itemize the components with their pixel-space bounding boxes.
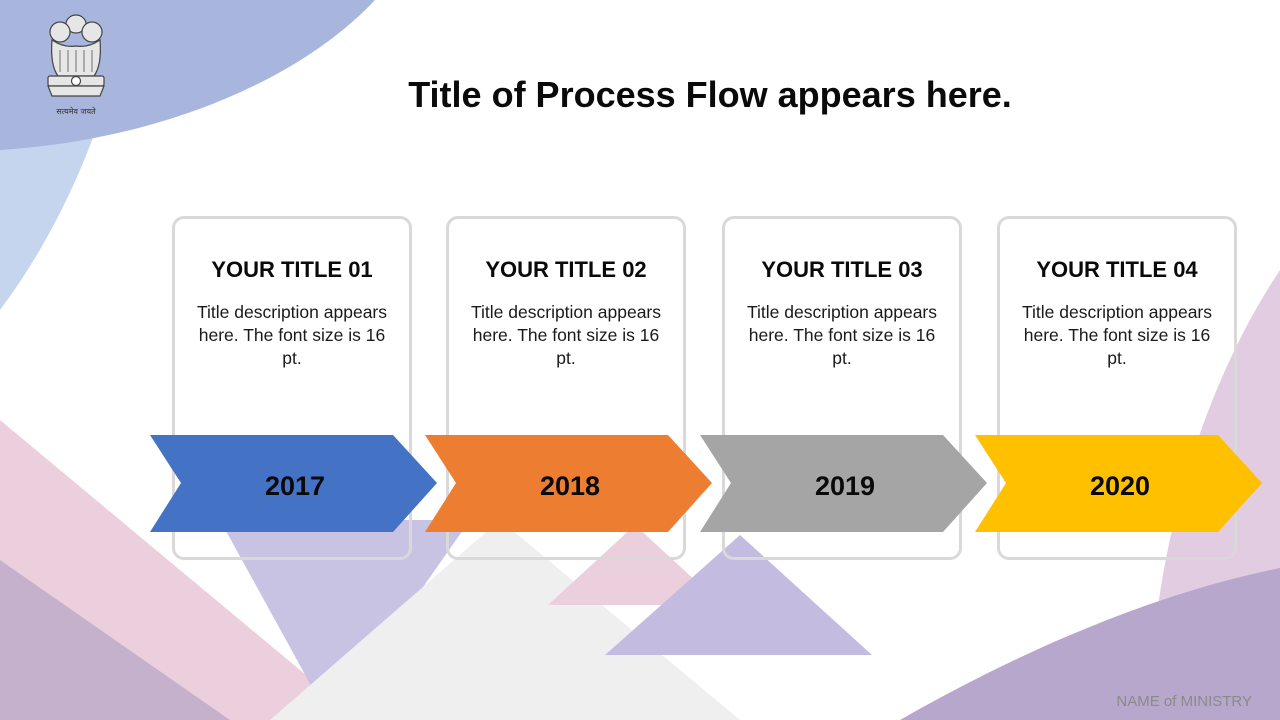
ministry-name: NAME of MINISTRY bbox=[1116, 693, 1252, 710]
step-title: YOUR TITLE 03 bbox=[761, 257, 923, 282]
bg-shape-lavender-triangle bbox=[605, 535, 872, 655]
step-description: Title description appears here. The font… bbox=[197, 302, 388, 368]
step-description: Title description appears here. The font… bbox=[1022, 302, 1213, 368]
year-label: 2017 bbox=[265, 471, 325, 501]
chevron-shape bbox=[150, 435, 437, 532]
step-title: YOUR TITLE 04 bbox=[1036, 257, 1198, 282]
year-label: 2018 bbox=[540, 471, 600, 501]
bg-shape-grey-triangle bbox=[270, 520, 740, 720]
chevron-shape bbox=[975, 435, 1262, 532]
step-card-4: YOUR TITLE 04 Title description appears … bbox=[997, 216, 1237, 560]
chevron-shape bbox=[425, 435, 712, 532]
page-title: Title of Process Flow appears here. bbox=[408, 74, 1012, 115]
chevron-2018: 2018 bbox=[425, 435, 712, 532]
step-card-3: YOUR TITLE 03 Title description appears … bbox=[722, 216, 962, 560]
year-label: 2020 bbox=[1090, 471, 1150, 501]
emblem-motto: सत्यमेव जयते bbox=[56, 107, 96, 116]
bg-shape-left-purple bbox=[0, 560, 230, 720]
bg-shape-right-purple bbox=[900, 568, 1280, 720]
bg-shape-pink-triangle bbox=[548, 525, 722, 605]
step-title: YOUR TITLE 01 bbox=[211, 257, 373, 282]
chevron-shape bbox=[700, 435, 987, 532]
chevron-2017: 2017 bbox=[150, 435, 437, 532]
step-title: YOUR TITLE 02 bbox=[485, 257, 647, 282]
step-card-2: YOUR TITLE 02 Title description appears … bbox=[446, 216, 686, 560]
chevron-2020: 2020 bbox=[975, 435, 1262, 532]
national-emblem-icon bbox=[38, 10, 114, 122]
step-card-1: YOUR TITLE 01 Title description appears … bbox=[172, 216, 412, 560]
year-label: 2019 bbox=[815, 471, 875, 501]
chevron-2019: 2019 bbox=[700, 435, 987, 532]
step-description: Title description appears here. The font… bbox=[747, 302, 938, 368]
step-description: Title description appears here. The font… bbox=[471, 302, 662, 368]
bg-shape-purple-triangle bbox=[220, 520, 470, 720]
